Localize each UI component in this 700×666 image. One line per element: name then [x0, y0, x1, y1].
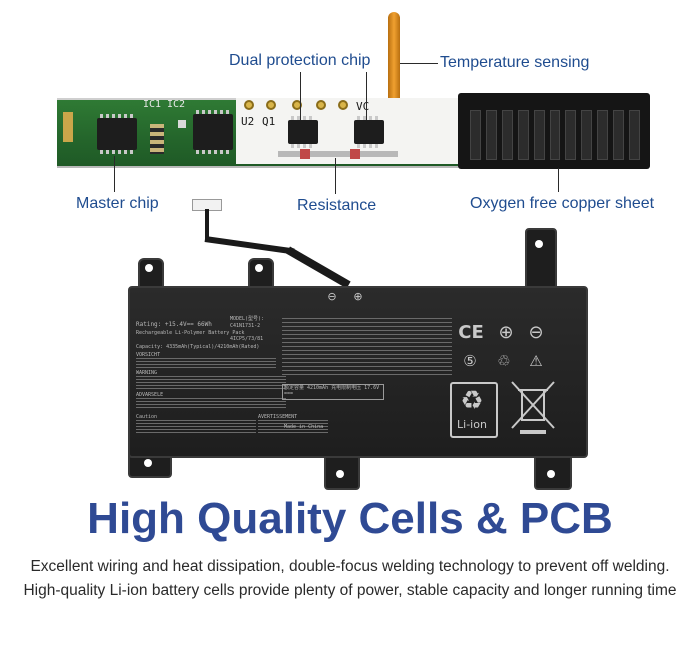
- headline: High Quality Cells & PCB: [87, 494, 613, 543]
- rated-capacity-box: [282, 384, 384, 400]
- crossed-bin-icon: [511, 381, 555, 434]
- leader-line: [114, 156, 115, 192]
- battery-model: C41N1731-2: [230, 323, 261, 329]
- battery-avertissement: AVERTISSEMENT: [258, 414, 298, 420]
- connector-slot: [485, 110, 497, 160]
- connector-slot: [549, 110, 561, 160]
- warning-text-block: [136, 376, 286, 390]
- callout-temperature-sensing: Temperature sensing: [440, 54, 590, 71]
- battery-advarsel: ADVARSELE: [136, 392, 164, 398]
- leader-line: [335, 158, 336, 194]
- resistance-strip: [278, 151, 398, 157]
- mount-hole: [336, 470, 344, 478]
- callout-dual-protection-chip: Dual protection chip: [229, 52, 371, 69]
- pcb-pad: [316, 100, 326, 110]
- avertissement-text-block: [258, 420, 328, 434]
- pcb-pad: [338, 100, 348, 110]
- silk-vc: VC: [356, 100, 370, 113]
- connector-slot: [581, 110, 593, 160]
- ce-mark-icon: CE: [458, 322, 484, 343]
- connector-slot: [629, 110, 640, 160]
- minus-icon: ⊖: [327, 290, 337, 303]
- battery-rated-box-text: 额定容量 4210mAh 充电限制电压 17.6V ===: [284, 385, 380, 397]
- callout-resistance: Resistance: [297, 197, 377, 214]
- notes-text-block: [282, 318, 452, 376]
- li-ion-recycle-box: [450, 382, 498, 438]
- battery-caution: Caution: [136, 414, 158, 420]
- silk-u2: U2: [241, 115, 255, 128]
- mount-hole: [255, 264, 263, 272]
- connector-slots: [470, 110, 640, 160]
- li-ion-label: Li-ion: [457, 418, 487, 431]
- pcb-smd-part: [178, 120, 186, 128]
- li-ion-recycle-icon: ♻: [460, 386, 484, 416]
- plus-target-icon: ⊕: [498, 322, 514, 343]
- warning-text-block: [136, 398, 286, 410]
- connector-slot: [470, 110, 481, 160]
- temperature-probe: [388, 12, 400, 102]
- battery-made-in: Made in China: [284, 424, 324, 430]
- cable-wire: [286, 246, 351, 289]
- plus-icon: ⊕: [353, 290, 363, 303]
- connector-slot: [533, 110, 545, 160]
- pcb-pad: [244, 100, 254, 110]
- minus-circle-icon: ⊖: [528, 322, 544, 343]
- leader-line: [366, 72, 367, 120]
- master-chip-ic2: [193, 110, 233, 154]
- description-line-1: Excellent wiring and heat dissipation, d…: [30, 558, 670, 575]
- resistor: [350, 149, 360, 159]
- battery-model-header: MODEL(型号):: [230, 316, 265, 322]
- callout-master-chip: Master chip: [76, 195, 159, 212]
- pcb-smd-parts: [150, 124, 164, 154]
- mount-hole: [145, 264, 153, 272]
- silk-ic2: IC2: [167, 99, 186, 110]
- warning-text-block: [136, 358, 276, 368]
- leader-line: [558, 168, 559, 192]
- connector-slot: [501, 110, 513, 160]
- battery-rating: Rating: +15.4V== 66Wh: [136, 321, 212, 328]
- description-line-2: High-quality Li-ion battery cells provid…: [23, 582, 677, 599]
- master-chip-ic1: [97, 114, 137, 154]
- silk-ic1: IC1: [143, 99, 162, 110]
- connector-slot: [517, 110, 529, 160]
- battery-vorsicht: VORSICHT: [136, 352, 161, 358]
- protection-chip-2: [354, 116, 384, 148]
- resistor: [300, 149, 310, 159]
- connector-slot: [597, 110, 609, 160]
- mount-tab: [525, 228, 557, 292]
- mount-hole: [547, 470, 555, 478]
- connector-slot: [613, 110, 625, 160]
- recycle-5-icon: ⑤: [463, 352, 477, 370]
- mount-hole: [144, 459, 152, 467]
- silk-q1: Q1: [262, 115, 276, 128]
- leader-line: [300, 72, 301, 120]
- battery-cell-config: 4ICP5/73/81: [230, 336, 264, 342]
- battery-capacity: Capacity: 4335mAh(Typical)/4210mAh(Rated…: [136, 344, 260, 350]
- protection-chip-1: [288, 116, 318, 148]
- cable-wire: [205, 209, 209, 239]
- pcb-pad: [266, 100, 276, 110]
- pcb-edge-contacts: [63, 112, 73, 142]
- battery-warning: WARNING: [136, 370, 158, 376]
- warning-triangle-icon: ⚠: [529, 352, 543, 370]
- battery-type: Rechargeable Li-Polymer Battery Pack: [136, 330, 245, 336]
- mount-hole: [535, 240, 543, 248]
- callout-oxygen-free-copper-sheet: Oxygen free copper sheet: [470, 195, 655, 212]
- cable-wire: [204, 236, 295, 255]
- leader-line: [400, 63, 438, 64]
- recycle-triangle-icon: ♲: [497, 352, 511, 370]
- pcb-pad: [292, 100, 302, 110]
- connector-slot: [565, 110, 577, 160]
- caution-text-block: [136, 420, 256, 434]
